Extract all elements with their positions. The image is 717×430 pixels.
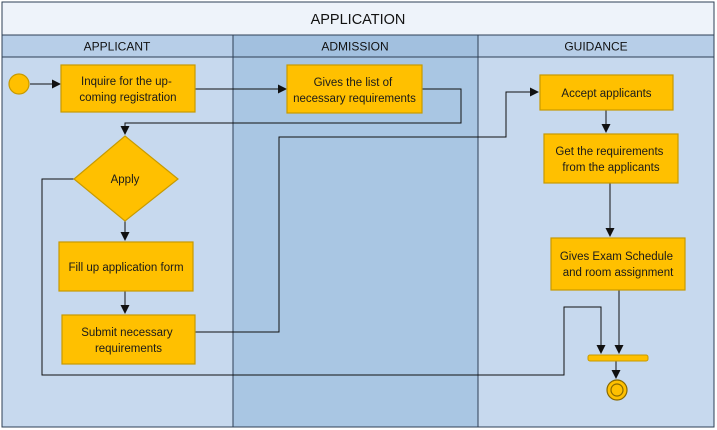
node-submit-line-2: requirements: [95, 343, 162, 355]
node-get-requirements-line-1: Get the requirements: [555, 146, 663, 158]
svg-text:Submit necessary require: Submit necessary requirements: [81, 327, 176, 355]
diagram-title: APPLICATION: [311, 12, 406, 28]
node-exam-schedule-line-2: and room assignment: [563, 267, 674, 279]
svg-text:Fill up application form: Fill up application form: [68, 262, 183, 274]
lane-label-guidance: GUIDANCE: [564, 40, 627, 54]
svg-text:Apply: Apply: [111, 174, 140, 186]
node-gives-list-line-1: Gives the list of: [314, 77, 393, 89]
diagram-title-bar: [1, 1, 715, 36]
node-inquire-line-1: Inquire for the up-: [81, 76, 172, 88]
node-gives-list: Gives the list of necessary requirements: [286, 64, 423, 114]
edge-submit-to-accept: [195, 87, 539, 333]
edge-apply-to-join: [41, 178, 606, 376]
svg-text:Get the requirements fro: Get the requirements from the applicants: [555, 146, 666, 174]
node-accept-label: Accept applicants: [561, 88, 651, 100]
svg-text:Accept applicants: Accept applicants: [561, 88, 651, 100]
edge-gives-list-to-apply: [120, 88, 462, 135]
node-gives-list-line-2: necessary requirements: [293, 93, 416, 105]
node-fill-form: Fill up application form: [58, 241, 194, 292]
node-get-requirements-line-2: from the applicants: [562, 162, 659, 174]
end-node: [606, 379, 628, 401]
node-inquire-line-2: coming registration: [79, 92, 176, 104]
node-accept: Accept applicants: [539, 74, 674, 111]
lane-header-guidance: [477, 34, 715, 58]
node-inquire: Inquire for the up- coming registration: [60, 64, 196, 113]
node-get-requirements: Get the requirements from the applicants: [543, 133, 679, 184]
node-submit: Submit necessary requirements: [61, 314, 196, 365]
node-apply-decision: Apply: [73, 135, 179, 222]
svg-text:Inquire for the up- comi: Inquire for the up- coming registration: [79, 76, 176, 104]
node-apply-label: Apply: [111, 174, 140, 186]
svg-text:Gives the list of necess: Gives the list of necessary requirements: [293, 77, 416, 105]
start-node: [8, 73, 30, 95]
node-exam-schedule-line-1: Gives Exam Schedule: [560, 251, 673, 263]
svg-text:Gives Exam Schedule and: Gives Exam Schedule and room assignment: [560, 251, 676, 279]
join-bar: [587, 354, 649, 362]
node-fill-form-label: Fill up application form: [68, 262, 183, 274]
node-exam-schedule: Gives Exam Schedule and room assignment: [550, 237, 686, 291]
lane-label-applicant: APPLICANT: [84, 40, 151, 54]
lane-label-admission: ADMISSION: [321, 40, 388, 54]
node-submit-line-1: Submit necessary: [81, 327, 173, 339]
